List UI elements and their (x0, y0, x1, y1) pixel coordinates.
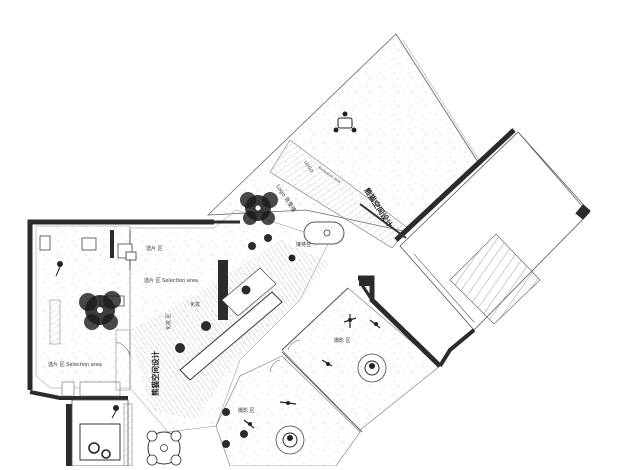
label-photo-right: 摄影 区 (334, 337, 351, 344)
label-selection-mid: 选片 区 Selection area (144, 277, 198, 284)
camera-tripod-icon-2 (279, 401, 297, 405)
label-selection-left: 选片 区 Selection area (48, 361, 102, 368)
light-stand-icon (369, 319, 381, 329)
basin-1 (88, 442, 100, 454)
staircase-steps (449, 233, 541, 325)
stool-8 (248, 242, 256, 250)
washbasin-unit (79, 423, 121, 461)
stool-6 (222, 440, 230, 448)
label-makeup-2: 化妆 (190, 301, 200, 308)
photo-stool-icon (357, 353, 387, 383)
wall-left-room (27, 219, 214, 390)
stair-landing (413, 253, 475, 323)
staircase-block (399, 131, 591, 331)
person-icon (55, 261, 63, 277)
service-panel (123, 403, 133, 467)
wall-left-bottom (29, 390, 128, 400)
stair-railing (517, 131, 583, 207)
light-stand-icon-2 (321, 359, 333, 367)
label-brand-lower: 熊猫空间设计 (150, 351, 160, 396)
label-makeup: 化妆 区 (165, 313, 172, 330)
table-chair-1 (146, 430, 158, 442)
wall-stair-right (438, 328, 476, 368)
photo-stool-icon-2 (275, 425, 305, 455)
side-table (39, 235, 51, 251)
light-stand-icon-3 (243, 419, 255, 429)
table-chair-2 (170, 430, 182, 442)
cabinet-small (61, 381, 75, 397)
shelf-left (49, 299, 61, 345)
courtyard-edge (395, 33, 479, 163)
label-selection-mid-small: 选片 区 (146, 245, 163, 252)
door-arc-photo (287, 339, 301, 351)
wall-bottom-left (66, 404, 72, 466)
person-icon-3 (111, 405, 119, 419)
round-table (147, 431, 181, 465)
display-shelf (218, 260, 228, 320)
tree-left-icon (79, 291, 121, 330)
basin-2 (101, 449, 111, 459)
reception-chair (323, 229, 331, 237)
brand-wall (359, 203, 407, 239)
door-swing (115, 341, 131, 357)
person-icon-2 (288, 254, 296, 262)
tree-top-icon (240, 192, 278, 225)
label-reception: 接待台 (296, 241, 311, 248)
stool-2 (175, 343, 185, 353)
display-counter (179, 291, 283, 381)
column-photo (359, 276, 372, 286)
table-chair-3 (146, 454, 158, 466)
wall-photo-divider (281, 287, 349, 351)
column-stair (575, 204, 591, 220)
table-chair-4 (170, 454, 182, 466)
door-frame (115, 329, 131, 391)
wall-photo-divider-2 (281, 351, 363, 433)
courtyard-edge-inner (402, 39, 485, 169)
round-table-center (160, 444, 168, 452)
label-photo-left: 摄影 区 (238, 407, 255, 414)
cabinet (79, 381, 121, 397)
lounge-chair-icon (333, 111, 357, 133)
small-stool (125, 251, 137, 261)
chair-left (81, 237, 97, 251)
stool-1 (201, 321, 211, 331)
stool-4 (222, 408, 230, 416)
camera-tripod-icon (343, 314, 357, 328)
stool-7 (264, 234, 272, 242)
wall-stair-left (394, 128, 516, 242)
door-arc-photo-2 (269, 359, 281, 373)
stool-5 (240, 430, 248, 438)
stool-3 (241, 285, 251, 295)
